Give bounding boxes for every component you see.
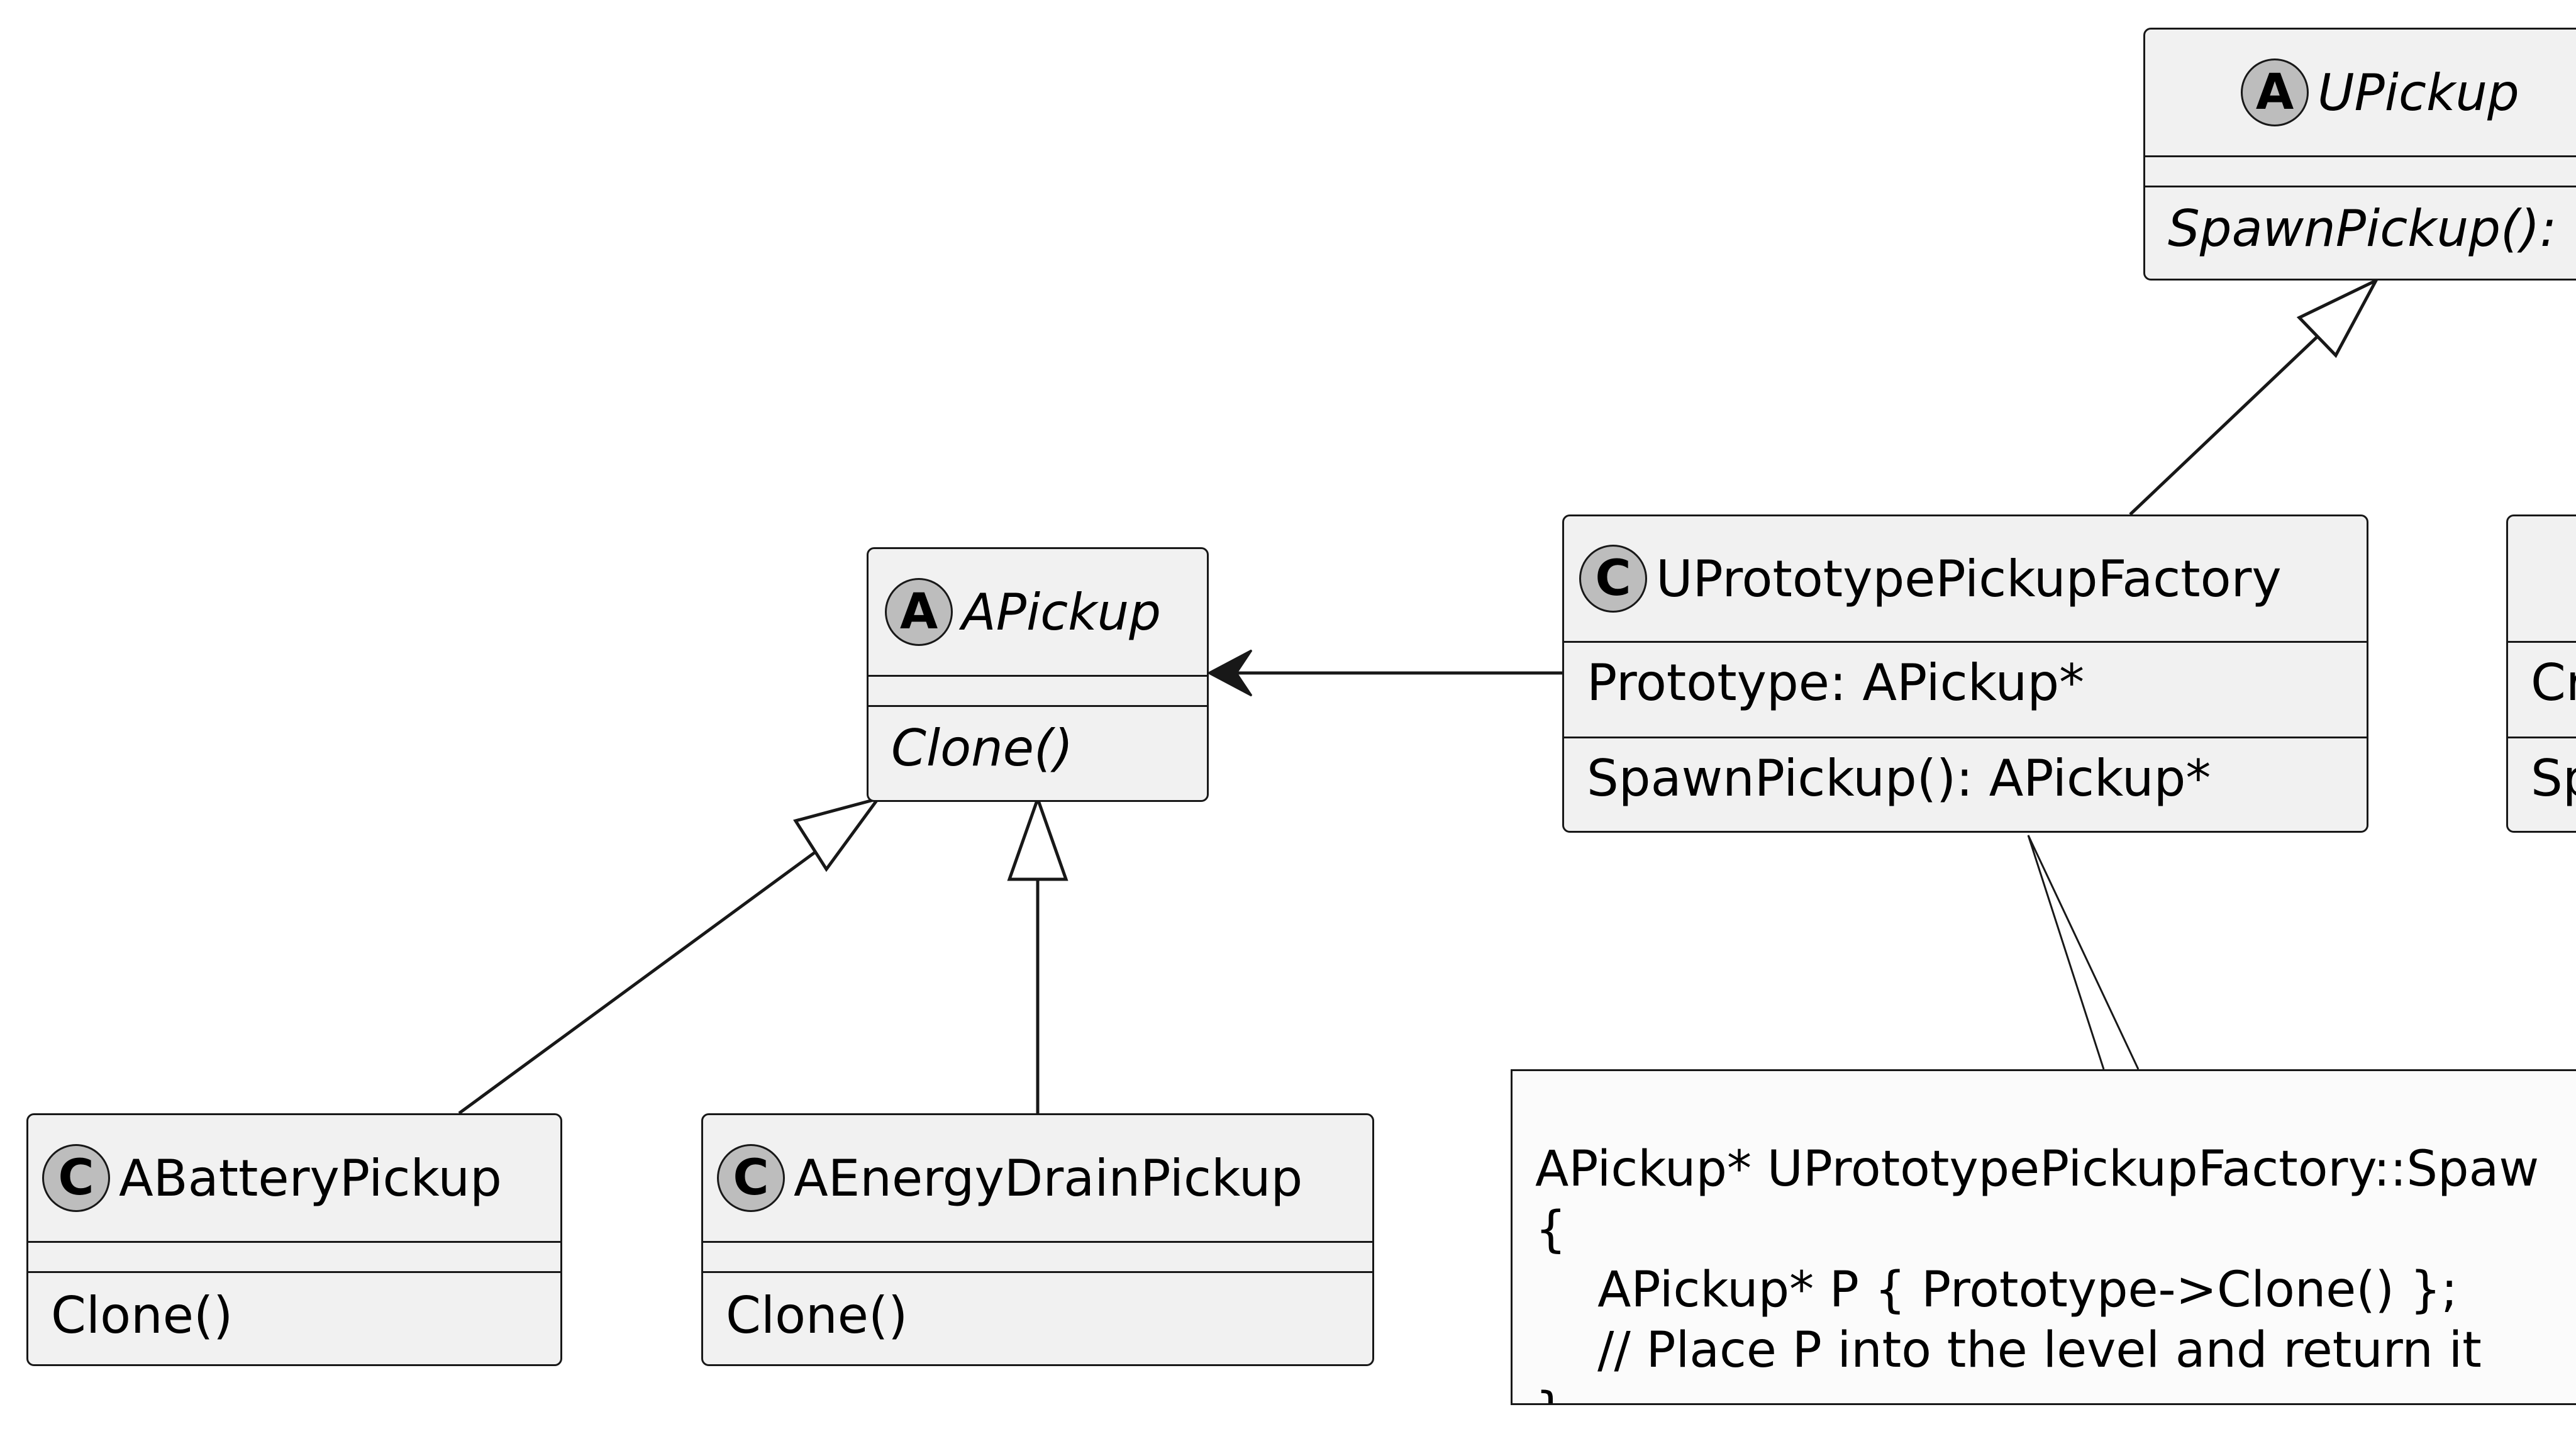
class-name: AEnergyDrainPickup: [794, 1148, 1303, 1208]
class-method: SpawnPickup():: [2168, 199, 2557, 258]
class-method: Clone(): [726, 1286, 908, 1345]
class-name: ABatteryPickup: [119, 1148, 502, 1208]
class-partial-right: Cr Sp: [2506, 514, 2576, 833]
class-aenergy-drain-pickup: C AEnergyDrainPickup Clone(): [701, 1113, 1374, 1366]
class-apickup: A APickup Clone(): [867, 547, 1209, 802]
class-name: UPickup: [2318, 63, 2519, 122]
abstract-stereotype-icon: A: [885, 578, 953, 646]
class-uprototype-pickup-factory: C UPrototypePickupFactory Prototype: APi…: [1562, 514, 2368, 833]
note-line: {: [1535, 1201, 1567, 1258]
class-abattery-pickup: C ABatteryPickup Clone(): [26, 1113, 562, 1366]
inheritance-edge-battery: [458, 837, 835, 1115]
class-method: SpawnPickup(): APickup*: [1587, 749, 2211, 808]
class-name: UPrototypePickupFactory: [1656, 549, 2282, 608]
class-field: Cr: [2531, 653, 2576, 712]
class-upickup-factory: A UPickup SpawnPickup():: [2143, 28, 2576, 281]
class-method: Clone(): [891, 719, 1074, 777]
inheritance-edge-factory: [2129, 335, 2319, 516]
note-line: APickup* P { Prototype->Clone() };: [1535, 1262, 2458, 1318]
note-line: APickup* UPrototypePickupFactory::Spaw: [1535, 1141, 2540, 1198]
abstract-stereotype-icon: A: [2241, 58, 2309, 126]
note-connector: [2027, 835, 2140, 1070]
class-method: Clone(): [51, 1286, 233, 1345]
class-stereotype-icon: C: [1579, 545, 1647, 613]
class-name: APickup: [962, 582, 1161, 642]
note-line: }: [1535, 1381, 2576, 1403]
class-field-prototype: Prototype: APickup*: [1587, 653, 2085, 712]
inheritance-arrowhead-factory: [2296, 277, 2380, 359]
note-line: // Place P into the level and return it: [1535, 1322, 2482, 1379]
code-note: APickup* UPrototypePickupFactory::Spaw{ …: [1511, 1069, 2576, 1405]
inheritance-arrowhead-energy: [1007, 794, 1069, 881]
class-stereotype-icon: C: [717, 1144, 785, 1212]
class-stereotype-icon: C: [42, 1144, 110, 1212]
inheritance-arrowhead-battery: [793, 796, 882, 872]
class-method: Sp: [2531, 749, 2576, 808]
association-arrowhead-prototype: [1206, 649, 1253, 697]
